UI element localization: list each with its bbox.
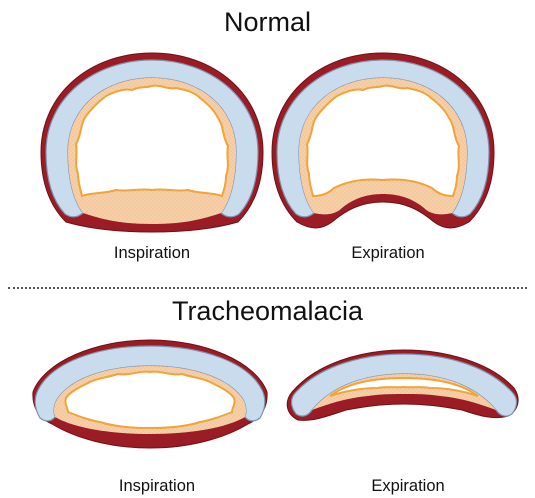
normal-expiration-trachea [272,53,494,228]
normal-inspiration-label: Inspiration [52,245,252,262]
tracheomalacia-inspiration-trachea [33,340,267,448]
tracheomalacia-expiration-label: Expiration [308,478,508,495]
lumen [307,86,459,196]
tracheomalacia-expiration-trachea [287,350,518,420]
tracheomalacia-inspiration-label: Inspiration [57,478,257,495]
lumen [76,86,228,196]
normal-expiration-label: Expiration [288,245,488,262]
tracheomalacia-title: Tracheomalacia [0,298,535,325]
section-divider [8,287,527,289]
normal-inspiration-trachea [41,53,263,232]
